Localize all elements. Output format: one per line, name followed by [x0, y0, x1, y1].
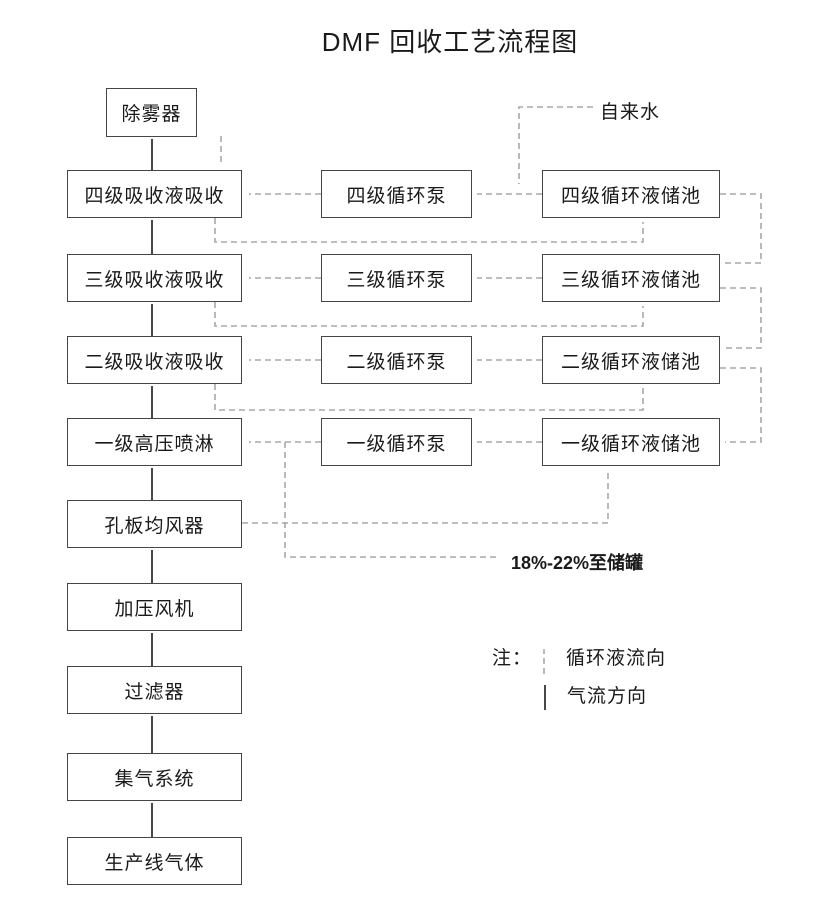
legend-note-label: 注： — [492, 648, 533, 669]
pool-cascade-line — [720, 193, 762, 264]
node-filter: 过滤器 — [67, 666, 242, 714]
node-stage1-pump: 一级循环泵 — [321, 418, 472, 466]
diagram-title: DMF 回收工艺流程图 — [321, 27, 579, 57]
to-storage-tank-line — [284, 442, 496, 558]
node-label: 三级循环液储池 — [560, 269, 701, 291]
node-label: 二级循环液储池 — [560, 351, 701, 373]
tap-water-line — [518, 106, 593, 184]
node-production-line-gas: 生产线气体 — [67, 837, 242, 885]
node-stage4-pool: 四级循环液储池 — [542, 170, 720, 218]
node-label: 过滤器 — [124, 681, 185, 703]
node-stage1-high-pressure-spray: 一级高压喷淋 — [67, 418, 242, 466]
node-stage3-absorber: 三级吸收液吸收 — [67, 254, 242, 302]
node-stage3-pump: 三级循环泵 — [321, 254, 472, 302]
node-label: 四级循环泵 — [346, 185, 447, 207]
tap-water-label: 自来水 — [600, 102, 661, 123]
pool-cascade-line — [720, 287, 762, 349]
legend-solid-label: 气流方向 — [567, 686, 648, 707]
node-demister: 除雾器 — [106, 88, 197, 137]
tower-drain-line — [214, 302, 644, 327]
node-label: 生产线气体 — [104, 852, 205, 874]
node-label: 孔板均风器 — [104, 515, 205, 537]
node-label: 二级吸收液吸收 — [84, 351, 225, 373]
node-gas-collection-system: 集气系统 — [67, 753, 242, 801]
legend-dashed-label: 循环液流向 — [566, 648, 667, 669]
node-label: 四级吸收液吸收 — [84, 185, 225, 207]
node-stage1-pool: 一级循环液储池 — [542, 418, 720, 466]
node-stage3-pool: 三级循环液储池 — [542, 254, 720, 302]
circulation-lines — [214, 106, 762, 558]
node-stage4-pump: 四级循环泵 — [321, 170, 472, 218]
node-label: 四级循环液储池 — [560, 185, 701, 207]
node-label: 除雾器 — [121, 104, 182, 125]
node-label: 集气系统 — [114, 768, 195, 790]
node-label: 加压风机 — [114, 598, 195, 620]
node-pressurizing-fan: 加压风机 — [67, 583, 242, 631]
node-label: 三级循环泵 — [346, 269, 447, 291]
node-orifice-air-distributor: 孔板均风器 — [67, 500, 242, 548]
node-stage2-pool: 二级循环液储池 — [542, 336, 720, 384]
legend-arrows — [543, 649, 546, 710]
node-stage4-absorber: 四级吸收液吸收 — [67, 170, 242, 218]
pool-cascade-line — [720, 367, 762, 443]
tower-drain-line — [214, 218, 644, 243]
to-storage-tank-label: 18%-22%至储罐 — [511, 553, 644, 573]
node-label: 一级高压喷淋 — [94, 433, 215, 455]
node-label: 一级循环液储池 — [560, 433, 701, 455]
node-label: 三级吸收液吸收 — [84, 269, 225, 291]
node-label: 二级循环泵 — [346, 351, 447, 373]
node-stage2-pump: 二级循环泵 — [321, 336, 472, 384]
tower-drain-line — [214, 384, 644, 411]
distributor-drain-line — [242, 470, 609, 524]
node-label: 一级循环泵 — [346, 433, 447, 455]
node-stage2-absorber: 二级吸收液吸收 — [67, 336, 242, 384]
